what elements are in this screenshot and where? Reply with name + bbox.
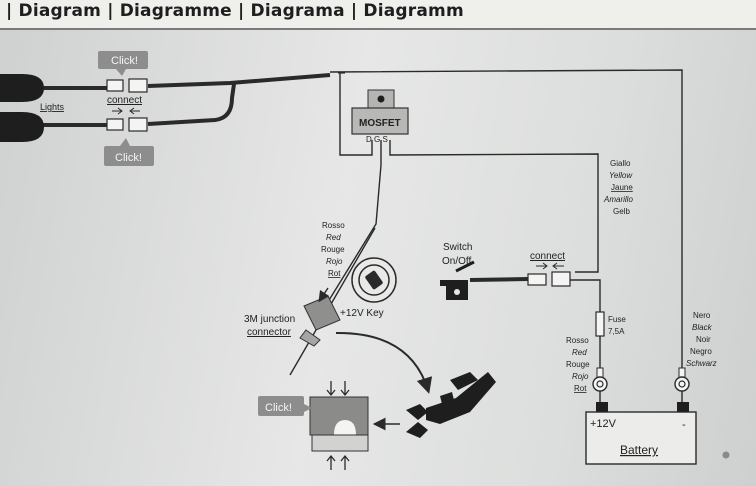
light-connector-top <box>106 78 148 93</box>
fuse-icon <box>595 311 605 337</box>
ring-terminal-minus-icon <box>674 367 690 392</box>
junction-arrow-icon <box>318 287 330 303</box>
switch-icon <box>440 260 475 300</box>
lights-label: Lights <box>40 102 65 112</box>
key-wire <box>289 227 376 376</box>
fuse-red-label-es: Rojo <box>572 372 589 381</box>
switch-label-line1: Switch <box>443 242 472 253</box>
light-top <box>0 74 44 102</box>
wires <box>40 69 683 402</box>
click-callout-bottom: Click! <box>104 138 154 166</box>
mosfet-label: MOSFET <box>359 118 401 129</box>
yellow-label-es: Amarillo <box>603 195 633 204</box>
battery-minus-label: - <box>682 419 686 431</box>
junction-label-line2: connector <box>247 327 292 338</box>
ring-terminal-plus-icon <box>592 367 608 392</box>
light-bottom <box>0 112 44 142</box>
page-title: | Diagram | Diagramme | Diagrama | Diagr… <box>6 1 464 21</box>
click-junction-text: Click! <box>265 402 292 414</box>
fuse-red-label-en: Red <box>572 348 587 357</box>
red-label-en: Red <box>326 233 341 242</box>
gate-wire <box>317 140 382 319</box>
battery-label: Battery <box>620 443 658 457</box>
black-label-it: Nero <box>693 311 711 320</box>
junction-crimp <box>309 396 369 452</box>
switch-connect-label: connect <box>530 251 565 262</box>
yellow-wire-labels: Giallo Yellow Jaune Amarillo Gelb <box>603 159 633 216</box>
fuse-red-label-fr: Rouge <box>566 360 590 369</box>
switch-connect-arrows-icon <box>536 262 564 270</box>
key-label: +12V Key <box>340 308 384 319</box>
light-connector-bottom <box>106 117 148 132</box>
click-callout-top: Click! <box>98 51 148 76</box>
ignition-key-icon <box>351 257 397 303</box>
fuse-red-label-it: Rosso <box>566 336 589 345</box>
switch-label-line2: On/Off <box>442 256 471 267</box>
crimp-arrows-bottom-icon <box>326 454 350 470</box>
fuse-red-labels: Rosso Red Rouge Rojo Rot <box>566 336 590 393</box>
top-bus-wire <box>329 69 683 376</box>
pliers-icon <box>406 372 496 438</box>
switch-connector <box>527 271 571 287</box>
battery-plus-label: +12V <box>590 418 617 430</box>
junction-label-line1: 3M junction <box>244 314 295 325</box>
fuse-label-line2: 7,5A <box>608 327 625 336</box>
red-label-fr: Rouge <box>321 245 345 254</box>
source-wire <box>389 140 599 273</box>
click-top-text: Click! <box>111 55 138 67</box>
light-bottom-cable <box>40 83 236 127</box>
yellow-label-de: Gelb <box>613 207 630 216</box>
battery <box>585 402 697 465</box>
fuse-label-line1: Fuse <box>608 315 626 324</box>
connect-arrows-icon <box>112 107 140 115</box>
fuse-wire <box>570 279 601 372</box>
drain-wire <box>339 73 373 156</box>
red-label-es: Rojo <box>326 257 343 266</box>
crimp-arrows-top-icon <box>326 381 350 397</box>
black-label-fr: Noir <box>696 335 711 344</box>
light-connect-label: connect <box>107 95 142 106</box>
light-top-cable <box>40 73 331 90</box>
mosfet-module: MOSFET D G S <box>351 89 409 144</box>
yellow-label-en: Yellow <box>609 171 633 180</box>
yellow-label-fr: Jaune <box>611 183 633 192</box>
header-bar: | Diagram | Diagramme | Diagrama | Diagr… <box>0 0 756 30</box>
bolt-icon <box>722 451 730 459</box>
curved-arrow-icon <box>335 331 433 394</box>
black-label-de: Schwarz <box>686 359 717 368</box>
black-label-es: Negro <box>690 347 712 356</box>
yellow-label-it: Giallo <box>610 159 631 168</box>
junction-connector <box>299 295 341 347</box>
click-bottom-text: Click! <box>115 152 142 164</box>
black-label-en: Black <box>692 323 713 332</box>
red-label-de: Rot <box>328 269 341 278</box>
red-wire-labels: Rosso Red Rouge Rojo Rot <box>321 221 345 278</box>
black-wire-labels: Nero Black Noir Negro Schwarz <box>686 311 717 368</box>
click-callout-junction: Click! <box>258 396 312 416</box>
red-label-it: Rosso <box>322 221 345 230</box>
switch-cable <box>469 277 529 282</box>
fuse-red-label-de: Rot <box>574 384 587 393</box>
mosfet-pins-label: D G S <box>366 135 388 144</box>
